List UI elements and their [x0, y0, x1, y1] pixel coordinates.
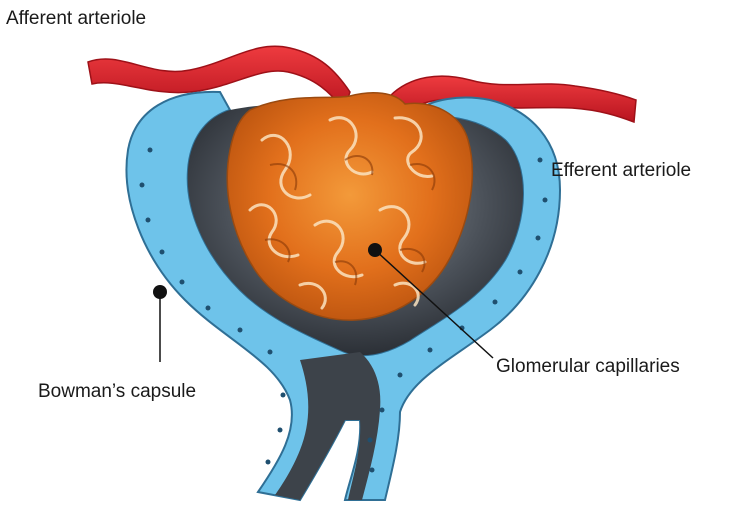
callout-bowmans-capsule: [153, 285, 167, 362]
label-glomerular-capillaries: Glomerular capillaries: [496, 357, 680, 376]
label-afferent-arteriole: Afferent arteriole: [6, 9, 146, 28]
label-bowmans-capsule: Bowman’s capsule: [38, 382, 196, 401]
label-efferent-arteriole: Efferent arteriole: [551, 161, 691, 180]
